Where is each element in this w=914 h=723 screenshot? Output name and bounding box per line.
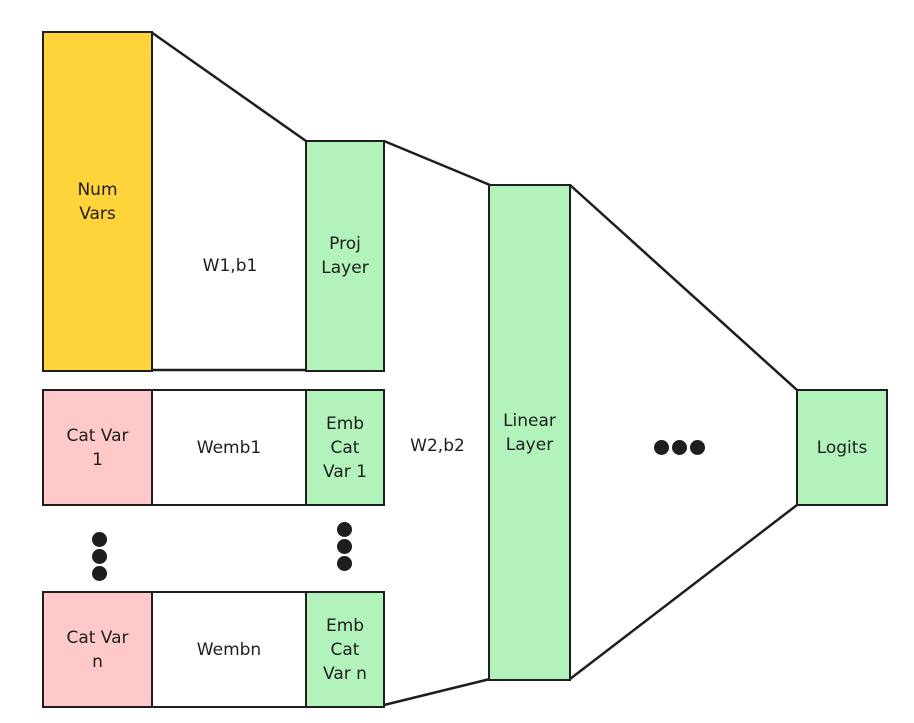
w2-label: W2,b2 [410,436,465,456]
proj-layer-block: Proj Layer [305,140,385,372]
emb-cat-var-n-label: Emb Cat Var n [323,615,367,684]
linear-layer-block: Linear Layer [488,184,571,681]
emb-cat-var-1-label: Emb Cat Var 1 [323,413,367,482]
w2-top-edge [383,139,491,187]
wemb1-block: Wemb1 [151,389,307,506]
w1-top-edge [150,30,307,143]
emb-cat-var-1-block: Emb Cat Var 1 [305,389,385,506]
cat-var-1-label: Cat Var 1 [66,425,129,470]
numeric-vars-label: Num Vars [77,179,118,224]
logits-label: Logits [816,437,868,458]
linear-layer-label: Linear Layer [503,410,556,455]
head-top-edge [569,184,798,391]
numeric-vars-block: Num Vars [42,31,153,372]
wembn-label: Wembn [196,639,262,660]
wembn-block: Wembn [151,591,307,708]
cat-var-n-block: Cat Var n [42,591,153,708]
head-bottom-edge [569,504,798,680]
w1-label: W1,b1 [202,256,258,276]
wemb1-label: Wemb1 [196,437,262,458]
cat-var-1-block: Cat Var 1 [42,389,153,506]
emb-cat-var-n-block: Emb Cat Var n [305,591,385,708]
cat-var-n-label: Cat Var n [66,627,129,672]
proj-layer-label: Proj Layer [321,234,369,278]
w2-bottom-edge [383,677,491,707]
logits-block: Logits [796,389,888,506]
